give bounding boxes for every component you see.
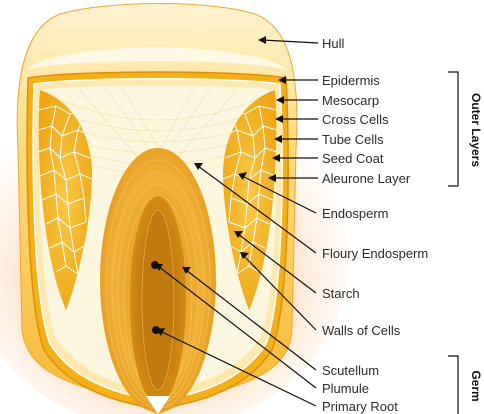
label-primary-root: Primary Root (322, 399, 398, 414)
label-epidermis: Epidermis (322, 73, 380, 88)
embryo-core (142, 210, 174, 390)
label-hull: Hull (322, 36, 345, 51)
label-cross-cells: Cross Cells (322, 112, 389, 127)
label-floury-endosperm: Floury Endosperm (322, 246, 428, 261)
label-starch: Starch (322, 286, 360, 301)
label-walls-of-cells: Walls of Cells (322, 323, 401, 338)
outer-layers-bracket (448, 72, 458, 186)
germ-bracket (448, 356, 458, 414)
label-scutellum: Scutellum (322, 363, 379, 378)
label-seed-coat: Seed Coat (322, 151, 384, 166)
label-mesocarp: Mesocarp (322, 93, 379, 108)
label-aleurone-layer: Aleurone Layer (322, 171, 411, 186)
outer-layers-label: Outer Layers (469, 93, 483, 167)
label-plumule: Plumule (322, 381, 369, 396)
label-tube-cells: Tube Cells (322, 132, 384, 147)
label-endosperm: Endosperm (322, 206, 388, 221)
germ-label: Germ (469, 370, 483, 401)
